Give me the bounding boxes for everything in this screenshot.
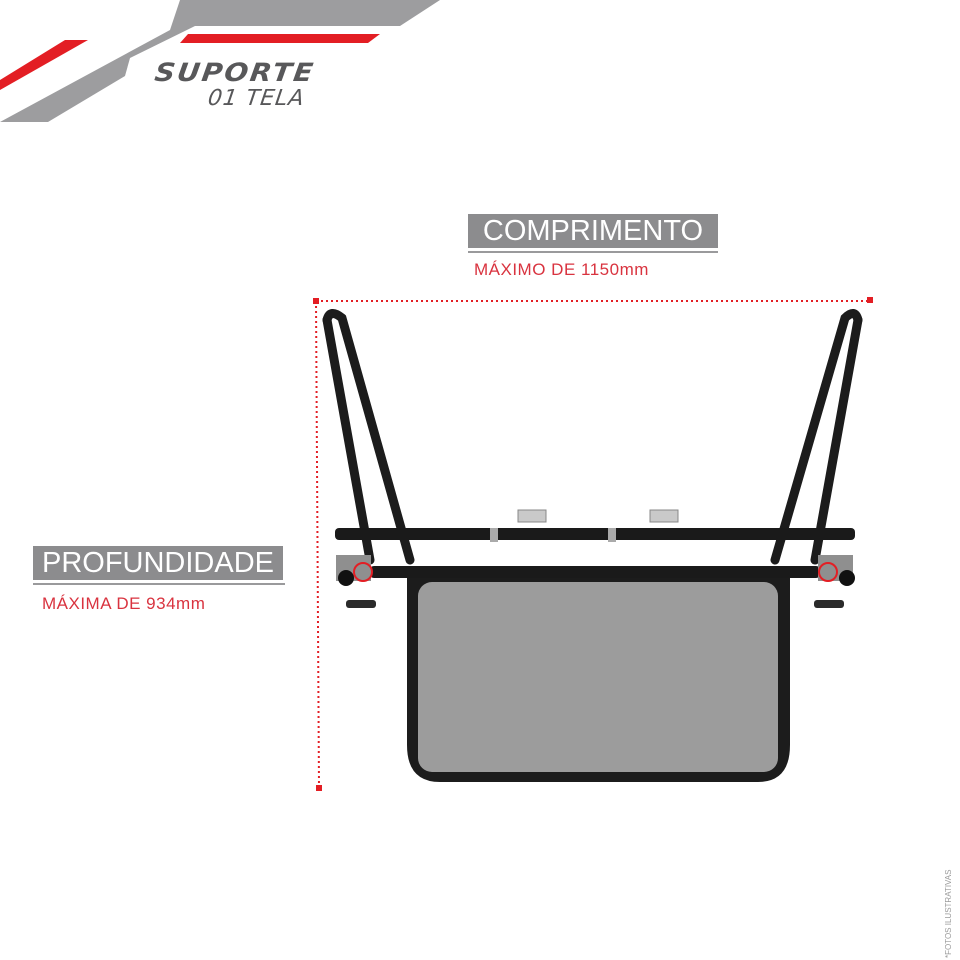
length-label-rule (468, 251, 718, 253)
footnote-illustrative: *FOTOS ILUSTRATIVAS (944, 869, 953, 958)
depth-label: PROFUNDIDADE (33, 546, 283, 580)
brand-logo-graphic (0, 0, 440, 122)
length-label: COMPRIMENTO (468, 214, 718, 248)
depth-value: MÁXIMA DE 934mm (42, 594, 206, 613)
measure-lines (313, 297, 873, 791)
depth-label-rule (33, 583, 285, 585)
length-value: MÁXIMO DE 1150mm (474, 260, 649, 279)
